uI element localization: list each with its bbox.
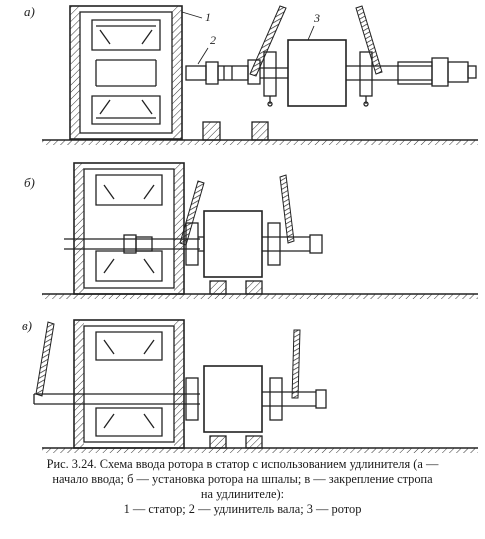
rotor [203,365,263,433]
caption-legend: 1 — статор; 2 — удлинитель вала; 3 — рот… [123,502,362,516]
rotor [287,39,347,107]
shaft-extension [64,234,200,254]
panel-c: в) [22,318,478,453]
shaft-extension [185,59,261,85]
stator [69,5,183,140]
sleeper [245,435,263,449]
panel-a-letter: а) [24,4,35,19]
sling [279,174,295,244]
panel-b-letter: б) [24,175,35,190]
bearing [269,377,283,421]
sling [179,180,205,246]
bearing [267,222,281,266]
callout-1: 1 [205,10,211,24]
floor [42,139,478,145]
caption-line-3: на удлинителе): [200,487,285,501]
sleeper [209,435,227,449]
stator [73,162,185,295]
support-block [202,121,221,141]
sling [35,321,55,397]
callout-3: 3 [313,11,320,25]
support-block [251,121,269,141]
bearing [263,51,277,107]
stator [73,319,185,449]
sling [291,329,301,399]
sling [355,5,383,75]
rotor [203,210,263,278]
caption-line-2: начало ввода; б — установка ротора на шп… [52,472,433,486]
panel-c-letter: в) [22,318,32,333]
sleeper [209,280,227,295]
bearing [359,51,373,107]
caption-line-1: Рис. 3.24. Схема ввода ротора в статор с… [46,457,439,471]
rotor-insertion-figure: а) [22,4,478,453]
panel-a: а) [24,4,478,145]
sling [249,5,287,77]
shaft-extension [33,393,200,405]
figure-caption: Рис. 3.24. Схема ввода ротора в статор с… [4,457,481,517]
bearing [185,377,199,421]
callout-2: 2 [210,33,216,47]
sleeper [245,280,263,295]
panel-b: б) [24,162,478,299]
